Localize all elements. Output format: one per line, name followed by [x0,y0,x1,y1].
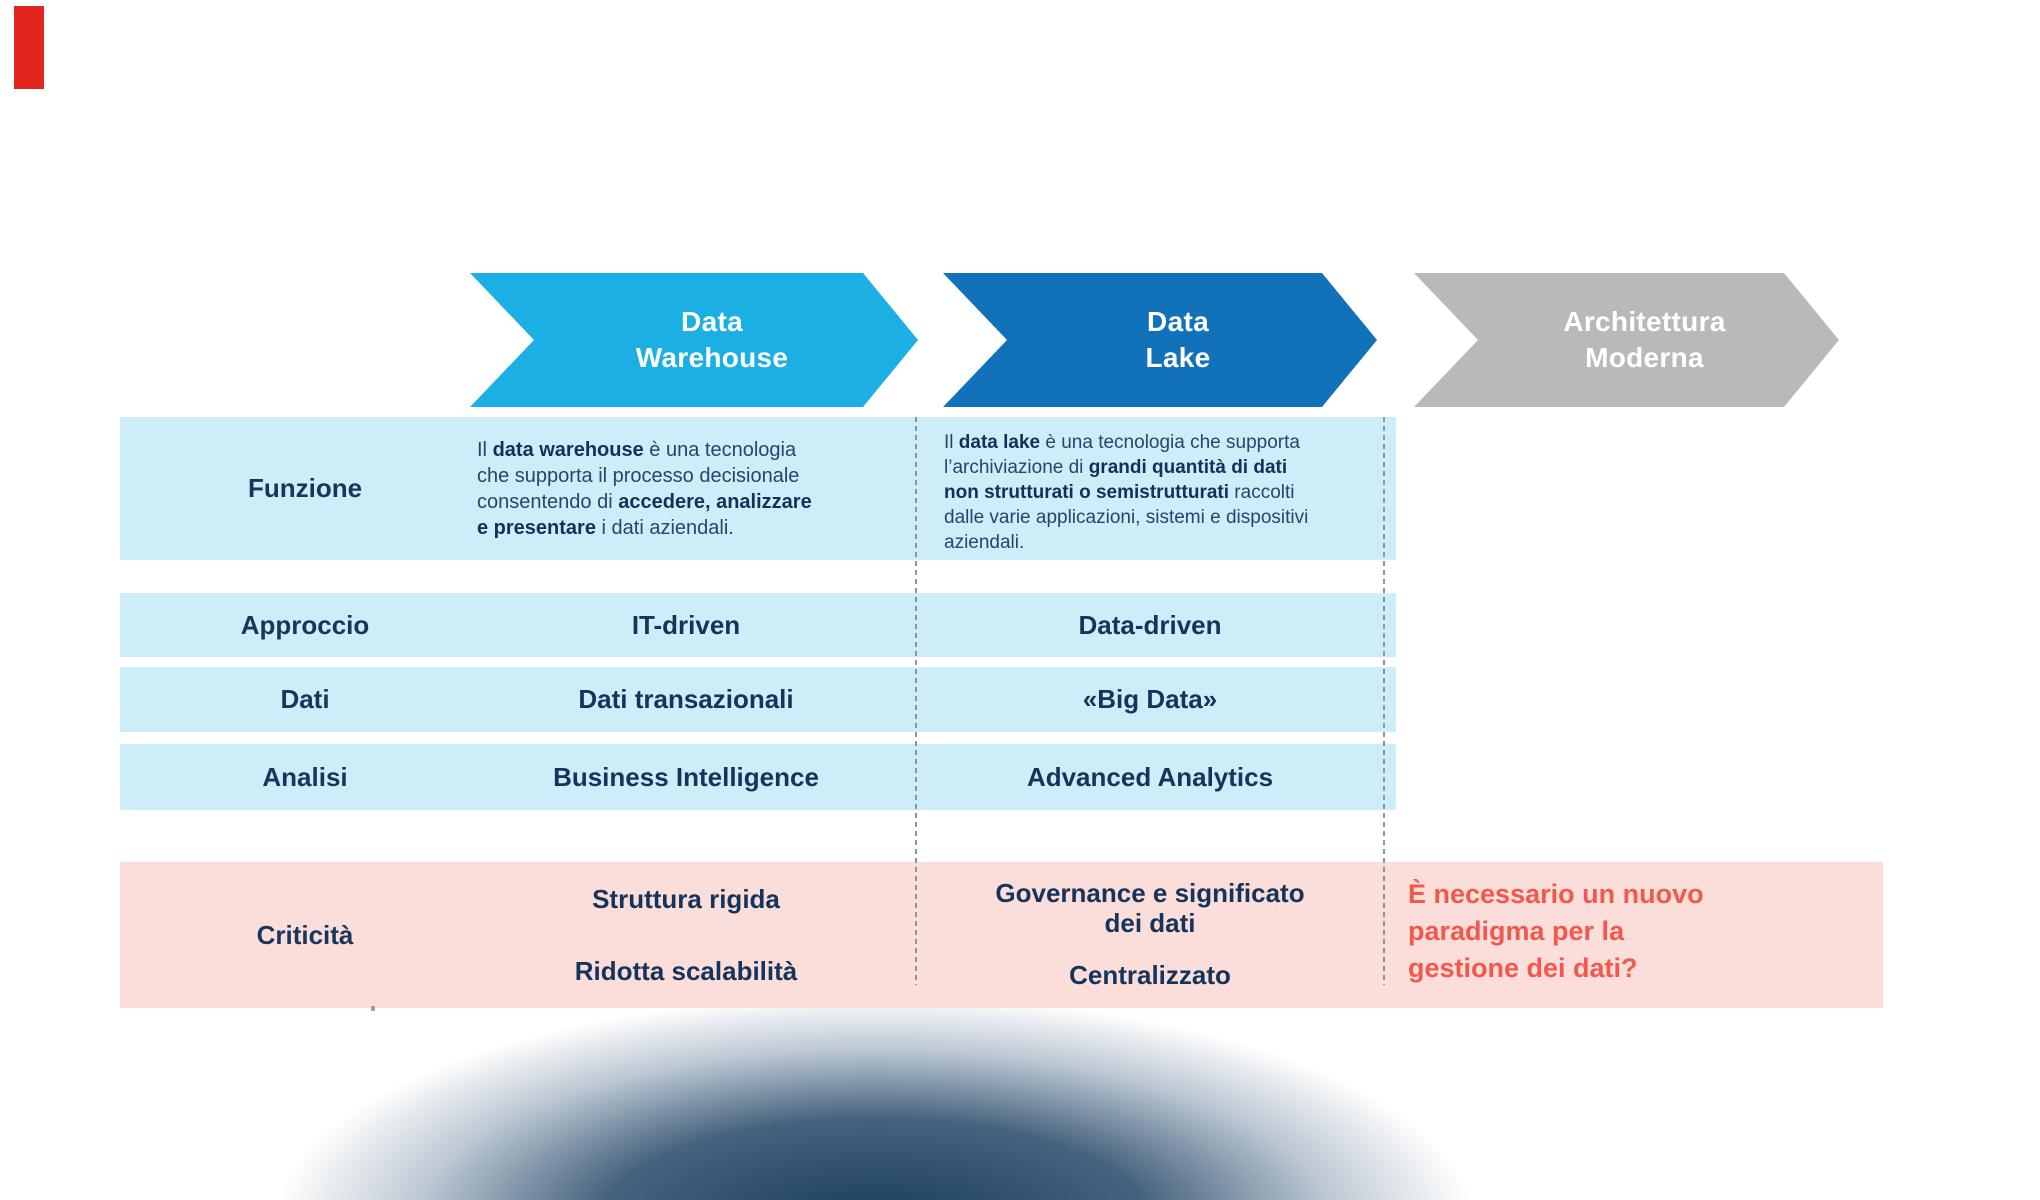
header-arrow-architettura-moderna: Architettura Moderna [1414,273,1839,407]
column-divider-lake-moderna [1383,417,1385,985]
row-band-analisi [120,744,1396,810]
row-band-criticita [120,862,1883,1008]
cell-approccio-data-lake: Data-driven [1078,609,1222,640]
criticita-question-text: È necessario un nuovo paradigma per la g… [1408,879,1704,983]
header-arrow-data-lake: Data Lake [943,273,1377,407]
row-label-funzione: Funzione [247,473,363,503]
row-band-approccio [120,593,1396,657]
row-label-approccio: Approccio [240,609,370,640]
cell-dati-data-lake: «Big Data» [1082,684,1218,714]
funzione-data-lake-text: Il data lake è una tecnologia che suppor… [944,430,1396,555]
text-segment: Il [477,439,493,461]
cell-approccio-data-warehouse: IT-driven [631,609,741,640]
text-segment: accedere, analizzare e presentare [477,491,812,539]
red-corner-mark [14,6,44,89]
cell-criticita-data-lake: Governance e significato dei dati Centra… [930,862,1370,1008]
text-segment: data lake [958,432,1041,453]
funzione-data-warehouse-text: Il data warehouse è una tecnologia che s… [477,437,897,541]
arrow-label-architettura-moderna: Architettura Moderna [1563,306,1726,373]
text-segment: è una tecnologia che supporta l’archivia… [944,432,1300,478]
cell-analisi-data-warehouse: Business Intelligence [553,761,819,792]
cell-criticita-data-warehouse: Struttura rigida Ridotta scalabilità [466,862,906,1008]
cell-dati-data-warehouse: Dati transazionali [578,684,794,714]
arrow-label-data-warehouse: Data Warehouse [635,306,789,373]
text-segment: data warehouse [492,439,644,461]
arrow-label-data-lake: Data Lake [1145,306,1211,373]
criticita-dl-item-2: Centralizzato [1069,960,1231,990]
column-divider-warehouse-lake [915,417,917,985]
row-label-criticita: Criticità [256,919,354,950]
criticita-dw-item-1: Struttura rigida [592,884,780,914]
text-segment: i dati aziendali. [595,517,734,539]
criticita-dw-item-2: Ridotta scalabilità [574,956,798,986]
cell-analisi-data-lake: Advanced Analytics [1026,761,1274,792]
text-segment: grandi quantità di dati non strutturati … [944,457,1288,503]
row-band-funzione [120,417,1396,560]
row-label-dati: Dati [280,684,330,714]
text-segment: raccolti dalle varie applicazioni, siste… [944,482,1309,553]
bottom-shadow-gradient [90,1008,1570,1200]
header-arrow-data-warehouse: Data Warehouse [470,273,918,407]
text-segment: è una tecnologia che supporta il process… [477,439,800,513]
row-label-analisi: Analisi [262,761,348,792]
text-segment: Il [944,432,959,453]
row-band-dati [120,667,1396,732]
criticita-dl-item-1: Governance e significato dei dati [995,878,1305,938]
